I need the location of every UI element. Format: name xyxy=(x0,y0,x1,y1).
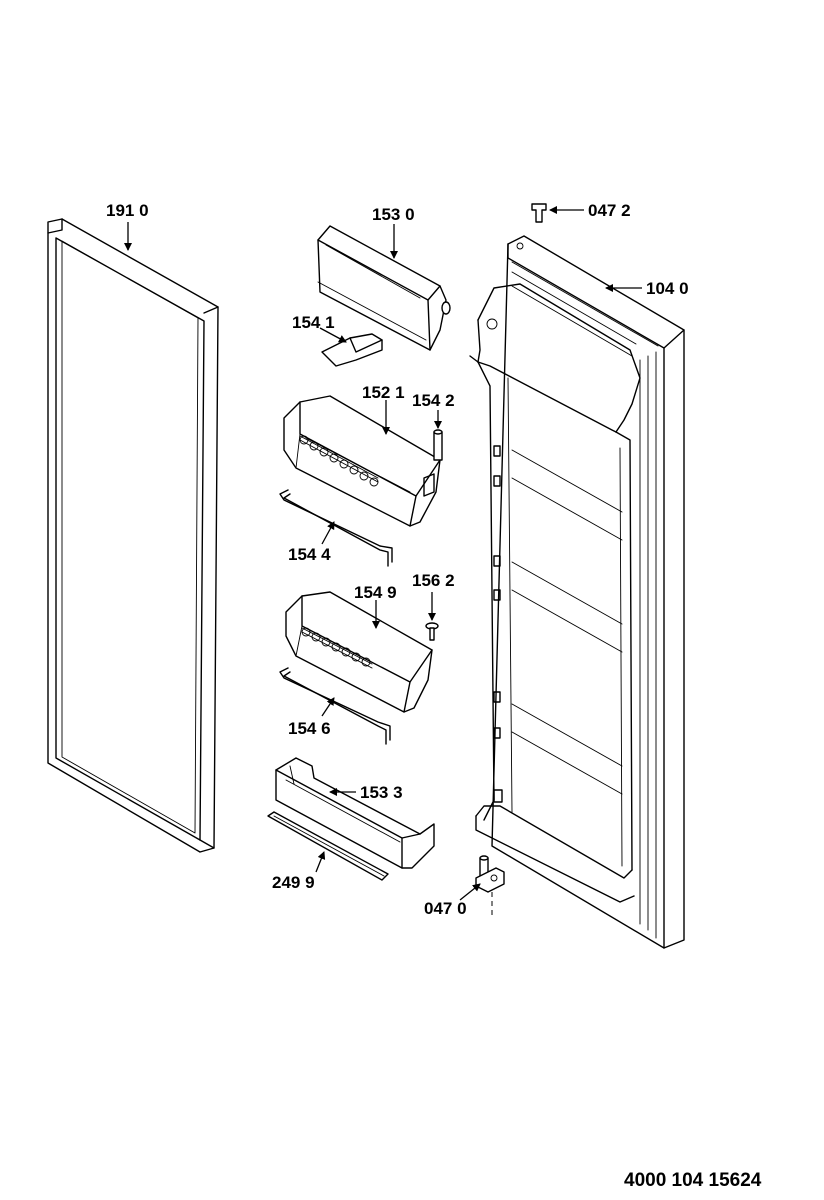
label-152-1: 152 1 xyxy=(362,383,405,402)
upper-balcony-ribs xyxy=(299,435,379,487)
label-156-2: 156 2 xyxy=(412,571,455,590)
label-154-9: 154 9 xyxy=(354,583,397,602)
label-153-0: 153 0 xyxy=(372,205,415,224)
label-047-0: 047 0 xyxy=(424,899,467,918)
label-154-1: 154 1 xyxy=(292,313,335,332)
label-154-4: 154 4 xyxy=(288,545,331,564)
document-number: 4000 104 15624 xyxy=(624,1170,762,1191)
door-gasket-part xyxy=(47,218,219,853)
bottle-balcony-part xyxy=(275,757,435,869)
leader-047-0 xyxy=(459,883,481,901)
label-191-0: 191 0 xyxy=(106,201,149,220)
label-249-9: 249 9 xyxy=(272,873,315,892)
leader-249-9 xyxy=(315,851,326,873)
top-hinge-pin-part xyxy=(531,203,547,223)
middle-door-balcony-part xyxy=(285,591,433,713)
label-153-3: 153 3 xyxy=(360,783,403,802)
label-104-0: 104 0 xyxy=(646,279,689,298)
dairy-cover-part xyxy=(317,225,451,351)
leader-154-4 xyxy=(321,521,335,545)
door-inner-panel-part xyxy=(469,235,685,949)
leader-154-6 xyxy=(321,697,335,717)
middle-balcony-ribs xyxy=(301,627,373,669)
upper-pin-part xyxy=(433,429,443,461)
upper-door-balcony-part xyxy=(283,395,441,527)
screw-part xyxy=(425,622,439,641)
label-047-2: 047 2 xyxy=(588,201,631,220)
label-154-2: 154 2 xyxy=(412,391,455,410)
trim-strip-part xyxy=(267,811,389,881)
bottom-hinge-part xyxy=(475,855,505,918)
cover-clip-part xyxy=(321,333,383,367)
label-154-6: 154 6 xyxy=(288,719,331,738)
leader-154-1 xyxy=(319,327,347,343)
